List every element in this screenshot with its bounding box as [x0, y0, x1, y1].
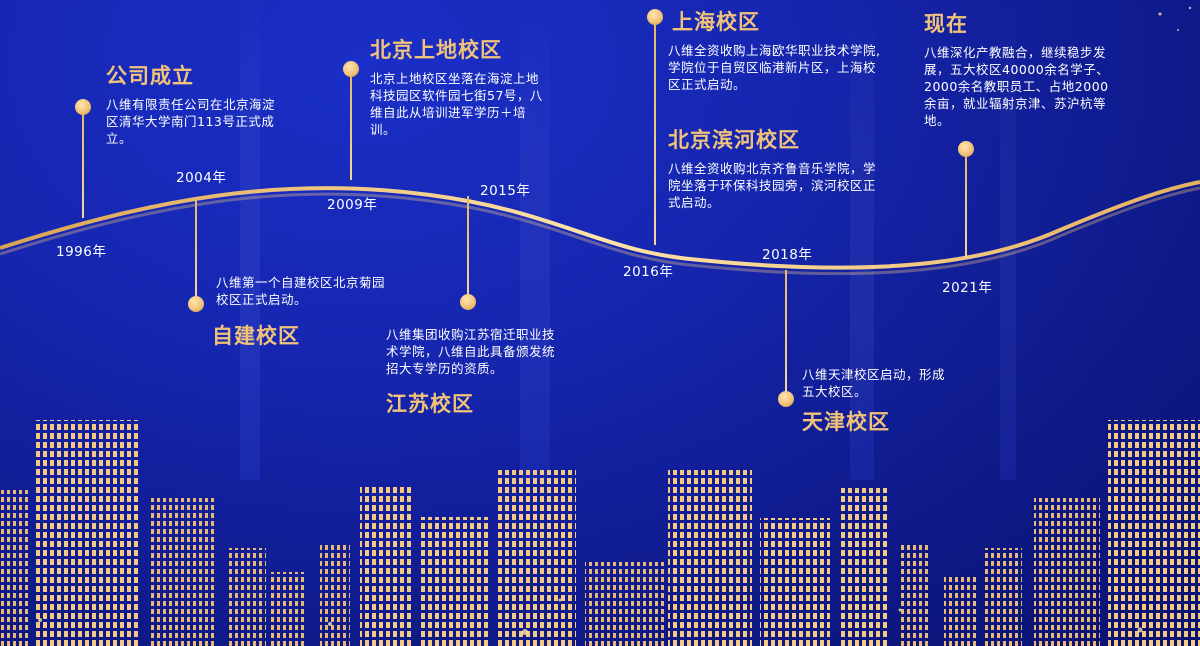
year-label: 2004年	[176, 170, 227, 186]
milestone-dot	[188, 296, 204, 312]
stem-2015	[467, 196, 469, 302]
stem-2009	[350, 72, 352, 180]
milestone-desc: 八维全资收购北京齐鲁音乐学院，学院坐落于环保科技园旁，滨河校区正式启动。	[668, 161, 877, 210]
milestone-title: 江苏校区	[386, 392, 474, 416]
milestone-dot	[460, 294, 476, 310]
milestone-title: 北京滨河校区	[668, 128, 800, 152]
milestone-desc: 八维全资收购上海欧华职业技术学院,学院位于自贸区临港新片区，上海校区正式启动。	[668, 43, 881, 92]
milestone-dot	[75, 99, 91, 115]
milestone-desc: 八维第一个自建校区北京菊园校区正式启动。	[216, 275, 386, 307]
milestone-title: 现在	[924, 12, 968, 36]
milestone-title: 天津校区	[802, 410, 890, 434]
year-label: 2016年	[623, 264, 674, 280]
milestone-title: 公司成立	[106, 64, 194, 88]
milestone-dot	[778, 391, 794, 407]
milestone-desc: 八维深化产教融合，继续稳步发展，五大校区40000余名学子、2000余名教职员工…	[924, 45, 1110, 128]
stem-2018	[785, 270, 787, 400]
year-label: 2009年	[327, 197, 378, 213]
skyline-buildings	[0, 420, 1200, 646]
milestone-title: 北京上地校区	[370, 38, 502, 62]
year-label: 2021年	[942, 280, 993, 296]
year-label: 2018年	[762, 247, 813, 263]
milestone-dot	[647, 9, 663, 25]
milestone-title: 自建校区	[212, 324, 300, 348]
timeline-wave	[0, 180, 1200, 270]
stem-2021	[965, 150, 967, 258]
milestone-dot	[958, 141, 974, 157]
milestone-desc: 八维天津校区启动，形成五大校区。	[802, 367, 946, 399]
milestone-desc: 八维有限责任公司在北京海淀区清华大学南门113号正式成立。	[106, 97, 276, 146]
stem-2004	[195, 200, 197, 300]
year-label: 2015年	[480, 183, 531, 199]
milestone-dot	[343, 61, 359, 77]
stem-2016	[654, 20, 656, 245]
milestone-desc: 八维集团收购江苏宿迁职业技术学院，八维自此具备颁发统招大专学历的资质。	[386, 327, 556, 376]
stem-1996	[82, 108, 84, 218]
milestone-title: 上海校区	[672, 10, 760, 34]
year-label: 1996年	[56, 244, 107, 260]
milestone-desc: 北京上地校区坐落在海淀上地科技园区软件园七街57号，八维自此从培训进军学历＋培训…	[370, 71, 543, 137]
